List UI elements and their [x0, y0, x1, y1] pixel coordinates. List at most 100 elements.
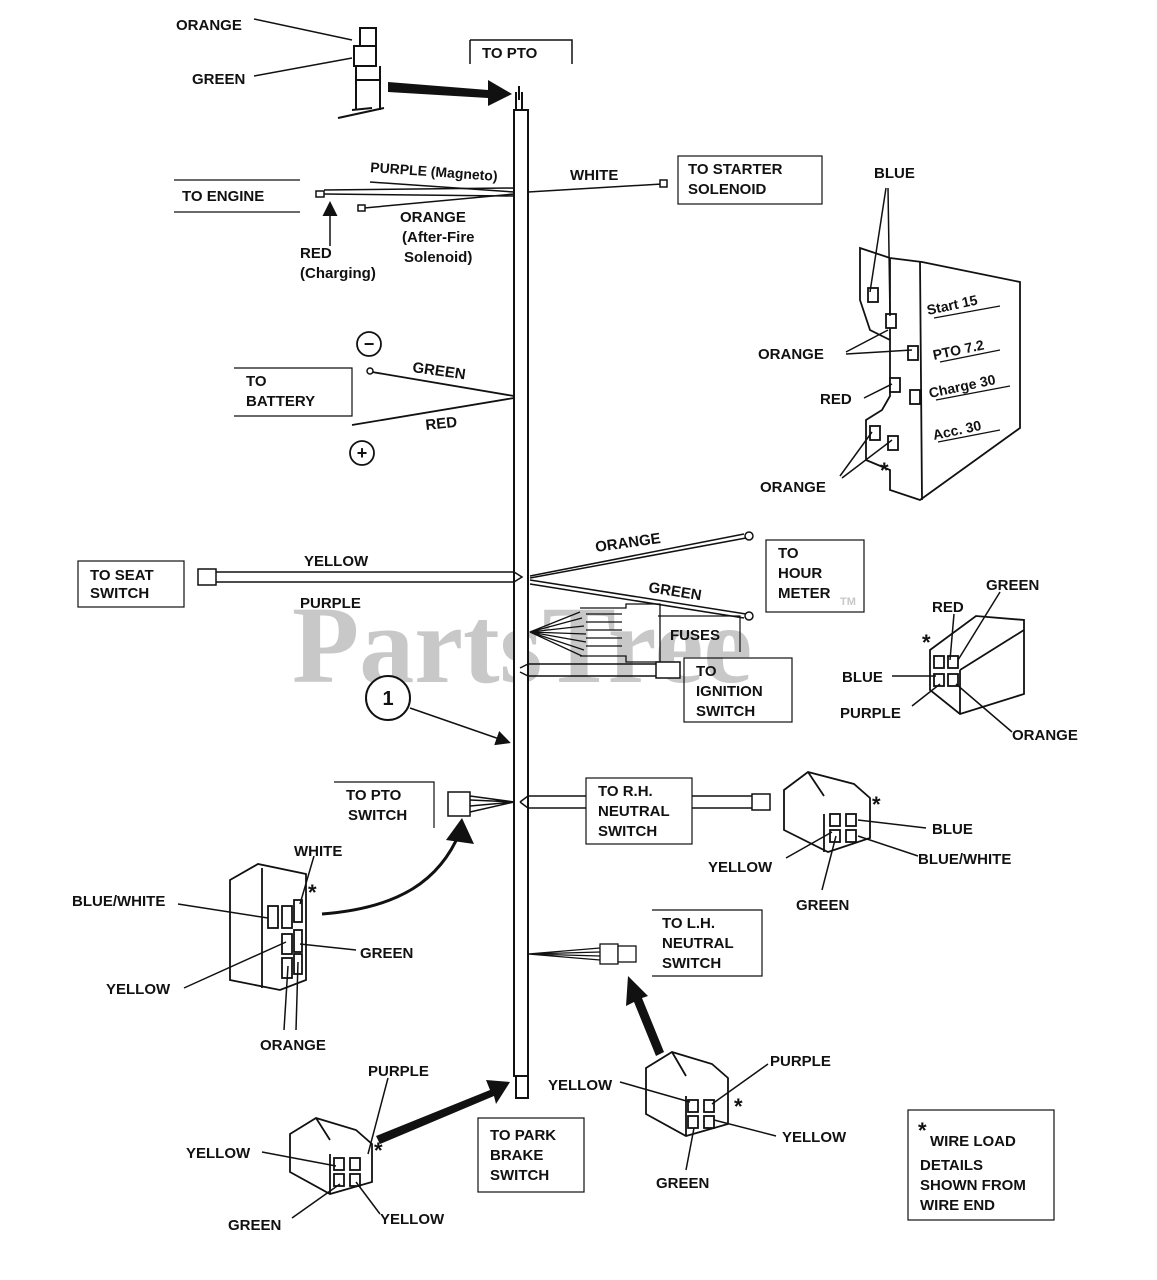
ptoconn-green-label: GREEN	[360, 945, 413, 962]
svg-text:TO PTO: TO PTO	[346, 787, 402, 804]
callout-1-icon	[365, 675, 411, 721]
rating-underlines	[933, 305, 1011, 443]
pto-clutch-connector	[337, 27, 385, 119]
svg-text:SWITCH: SWITCH	[598, 823, 657, 840]
rh-bluewhite-label: BLUE/WHITE	[918, 851, 1011, 868]
ign-blue-label: BLUE	[842, 669, 883, 686]
ignition-connector	[929, 615, 1025, 716]
to-hour-meter-box: TO HOUR METER	[765, 539, 865, 613]
seat-yellow-label: YELLOW	[304, 553, 369, 570]
svg-text:SHOWN FROM: SHOWN FROM	[920, 1177, 1026, 1194]
pto-orange-leader	[253, 18, 353, 41]
white-wire	[527, 183, 663, 193]
svg-text:NEUTRAL: NEUTRAL	[662, 935, 734, 952]
svg-text:SWITCH: SWITCH	[348, 807, 407, 824]
engine-wires	[315, 181, 515, 212]
svg-text:*: *	[918, 1118, 927, 1143]
svg-text:FUSES: FUSES	[670, 627, 720, 644]
callout-1-arrow	[409, 707, 511, 746]
to-rh-neutral-box: TO R.H. NEUTRAL SWITCH	[585, 777, 693, 845]
svg-text:IGNITION: IGNITION	[696, 683, 763, 700]
svg-text:HOUR: HOUR	[778, 565, 822, 582]
to-pto-box: TO PTO	[469, 39, 573, 64]
orange-afterfire-label-3: Solenoid)	[404, 249, 472, 266]
svg-text:TO STARTER: TO STARTER	[688, 161, 783, 178]
minus-label: −	[364, 334, 375, 354]
pto-switch-wire	[447, 791, 515, 817]
park-yellow-left-label: YELLOW	[186, 1145, 251, 1162]
svg-text:TO: TO	[246, 373, 267, 390]
svg-text:METER: METER	[778, 585, 831, 602]
park-green-label: GREEN	[228, 1217, 281, 1234]
park-star-icon: *	[374, 1138, 383, 1163]
ign-green-label: GREEN	[986, 577, 1039, 594]
svg-text:BATTERY: BATTERY	[246, 393, 315, 410]
park-purple-label: PURPLE	[368, 1063, 429, 1080]
pto-green-label: GREEN	[192, 71, 245, 88]
svg-text:TO: TO	[696, 663, 717, 680]
svg-text:SWITCH: SWITCH	[662, 955, 721, 972]
ignition-leaders	[892, 591, 1013, 733]
white-label: WHITE	[570, 167, 618, 184]
seat-purple-label: PURPLE	[300, 595, 361, 612]
pto-arrow-icon	[388, 80, 512, 106]
ptoconn-bluewhite-label: BLUE/WHITE	[72, 893, 165, 910]
to-starter-box: TO STARTER SOLENOID	[677, 155, 823, 205]
hour-meter-wires	[529, 531, 754, 621]
lh-arrow-icon	[626, 976, 664, 1056]
svg-text:TO R.H.: TO R.H.	[598, 783, 653, 800]
ptoconn-yellow-label: YELLOW	[106, 981, 171, 998]
svg-text:DETAILS: DETAILS	[920, 1157, 983, 1174]
rh-yellow-label: YELLOW	[708, 859, 773, 876]
rh-green-label: GREEN	[796, 897, 849, 914]
svg-text:TO PTO: TO PTO	[482, 45, 538, 62]
svg-text:WIRE END: WIRE END	[920, 1197, 995, 1214]
svg-text:BRAKE: BRAKE	[490, 1147, 543, 1164]
fuse-orange-top-label: ORANGE	[758, 346, 824, 363]
fuse-orange-bottom-label: ORANGE	[760, 479, 826, 496]
watermark-tm: TM	[840, 596, 856, 608]
svg-text:WIRE LOAD: WIRE LOAD	[930, 1133, 1016, 1150]
battery-green-terminal	[366, 367, 374, 375]
fuse-red-label: RED	[820, 391, 852, 408]
svg-text:TO L.H.: TO L.H.	[662, 915, 715, 932]
plus-label: +	[357, 443, 368, 463]
park-yellow-right-label: YELLOW	[380, 1211, 445, 1228]
to-engine-label: TO ENGINE	[182, 188, 264, 205]
lh-neutral-connector	[645, 1051, 729, 1137]
ignition-star-icon: *	[922, 630, 931, 655]
ptoconn-orange-label: ORANGE	[260, 1037, 326, 1054]
ptoconn-star-icon: *	[308, 880, 317, 905]
ptoconn-white-label: WHITE	[294, 843, 342, 860]
svg-text:TO: TO	[778, 545, 799, 562]
ign-orange-label: ORANGE	[1012, 727, 1078, 744]
park-arrow-icon	[376, 1080, 510, 1144]
rh-star-icon: *	[872, 792, 881, 817]
pto-curve-arrowhead-icon	[446, 818, 474, 844]
battery-red-wire	[351, 397, 515, 426]
svg-text:NEUTRAL: NEUTRAL	[598, 803, 670, 820]
to-engine-box	[174, 179, 300, 213]
rh-neutral-connector	[783, 771, 871, 853]
rh-blue-label: BLUE	[932, 821, 973, 838]
svg-text:SWITCH: SWITCH	[90, 585, 149, 602]
battery-green-wire	[371, 371, 515, 397]
pto-curve-arrow	[321, 831, 462, 916]
ignition-wire	[519, 661, 681, 679]
fuse-star-icon: *	[880, 458, 889, 483]
pto-switch-leaders	[177, 855, 357, 1031]
minus-icon	[356, 331, 382, 357]
to-battery-box: TO BATTERY	[234, 367, 353, 417]
fuse-holder	[529, 603, 661, 663]
battery-red-label: RED	[425, 414, 458, 434]
svg-text:SWITCH: SWITCH	[490, 1167, 549, 1184]
to-lh-neutral-box: TO L.H. NEUTRAL SWITCH	[652, 909, 763, 977]
plus-icon	[349, 440, 375, 466]
to-seat-box: TO SEAT SWITCH	[77, 560, 185, 608]
pto-orange-label: ORANGE	[176, 17, 242, 34]
lh-green-label: GREEN	[656, 1175, 709, 1192]
wire-load-note-box: * WIRE LOAD DETAILS SHOWN FROM WIRE END	[907, 1109, 1055, 1221]
fuse-block-leaders	[839, 187, 913, 479]
